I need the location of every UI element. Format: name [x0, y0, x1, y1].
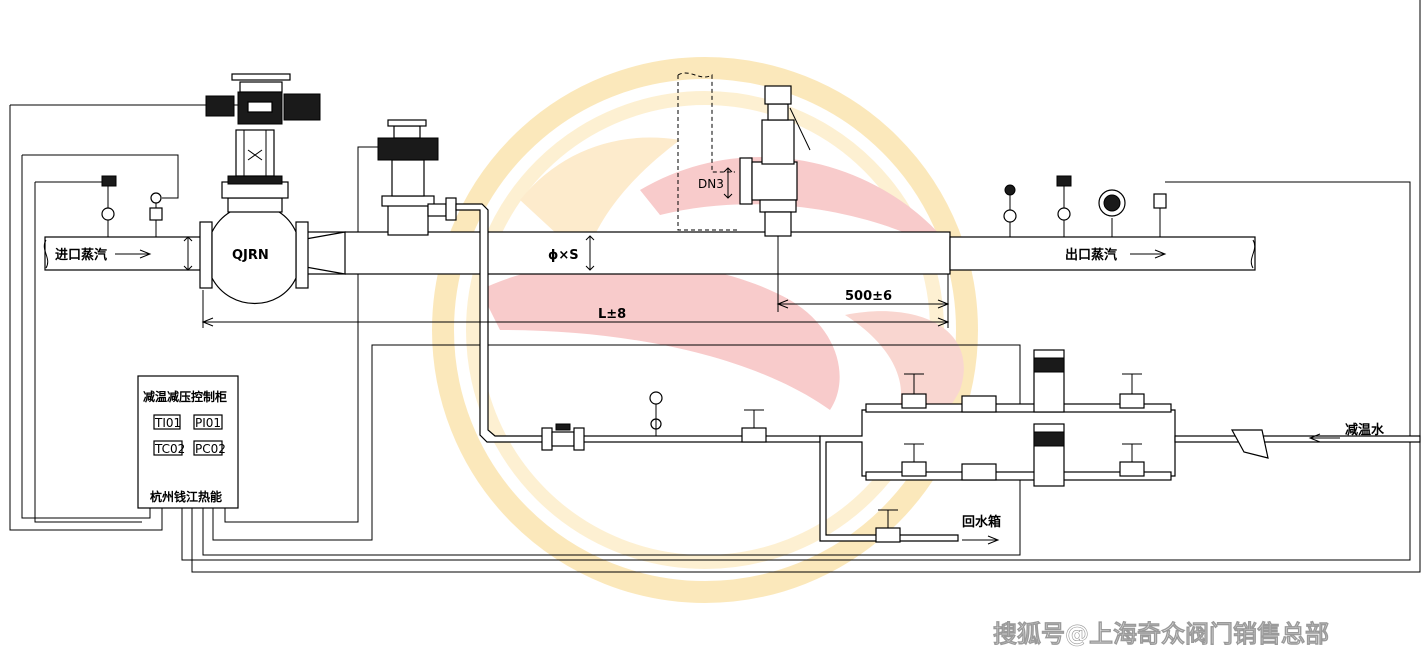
safety-valve	[677, 72, 811, 237]
cabinet-maker: 杭州钱江热能	[150, 489, 222, 504]
pipe-spec-label: ϕ×S	[548, 248, 579, 263]
return-tank-label: 回水箱	[962, 514, 1001, 530]
logo-watermark	[432, 57, 978, 603]
cabinet-title: 减温减压控制柜	[143, 389, 227, 404]
water-line	[544, 403, 1421, 542]
inlet-dimension	[183, 236, 193, 271]
site-watermark: 搜狐号@上海奇众阀门销售总部	[993, 620, 1329, 648]
pressure-reducing-valve	[199, 73, 321, 305]
outlet-arrow-icon	[1130, 249, 1167, 259]
control-cabinet: 减温减压控制柜 TI01 PI01 TC02 PC02 杭州钱江热能	[137, 375, 239, 509]
outlet-steam-label: 出口蒸汽	[1065, 247, 1117, 263]
cabinet-tag-tc02: TC02	[154, 442, 185, 456]
inlet-instruments	[101, 175, 163, 237]
water-valves	[541, 373, 1269, 543]
dimension-lines	[201, 236, 950, 328]
main-steam-pipe	[43, 231, 1256, 275]
pumps	[1033, 349, 1065, 487]
dim-l-label: L±8	[598, 307, 626, 322]
dn-dimension	[723, 167, 733, 199]
valve-model-label: QJRN	[232, 248, 269, 263]
cooling-water-label: 减温水	[1345, 422, 1385, 438]
outlet-instruments	[1003, 175, 1167, 237]
inlet-arrow-icon	[115, 249, 152, 259]
dim-500-label: 500±6	[845, 289, 892, 304]
cabinet-tag-ti01: TI01	[154, 416, 181, 430]
control-wiring	[9, 0, 1421, 573]
cooling-water-arrow-icon	[1308, 433, 1340, 443]
dn-label: DN3	[698, 177, 724, 191]
return-tank-arrow-icon	[962, 535, 1000, 545]
pipe-spec-dimension	[585, 235, 595, 271]
cabinet-tag-pi01: PI01	[195, 416, 221, 430]
inlet-steam-label: 进口蒸汽	[55, 247, 107, 263]
desuperheater-valve	[377, 119, 546, 443]
cabinet-tag-pc02: PC02	[195, 442, 226, 456]
